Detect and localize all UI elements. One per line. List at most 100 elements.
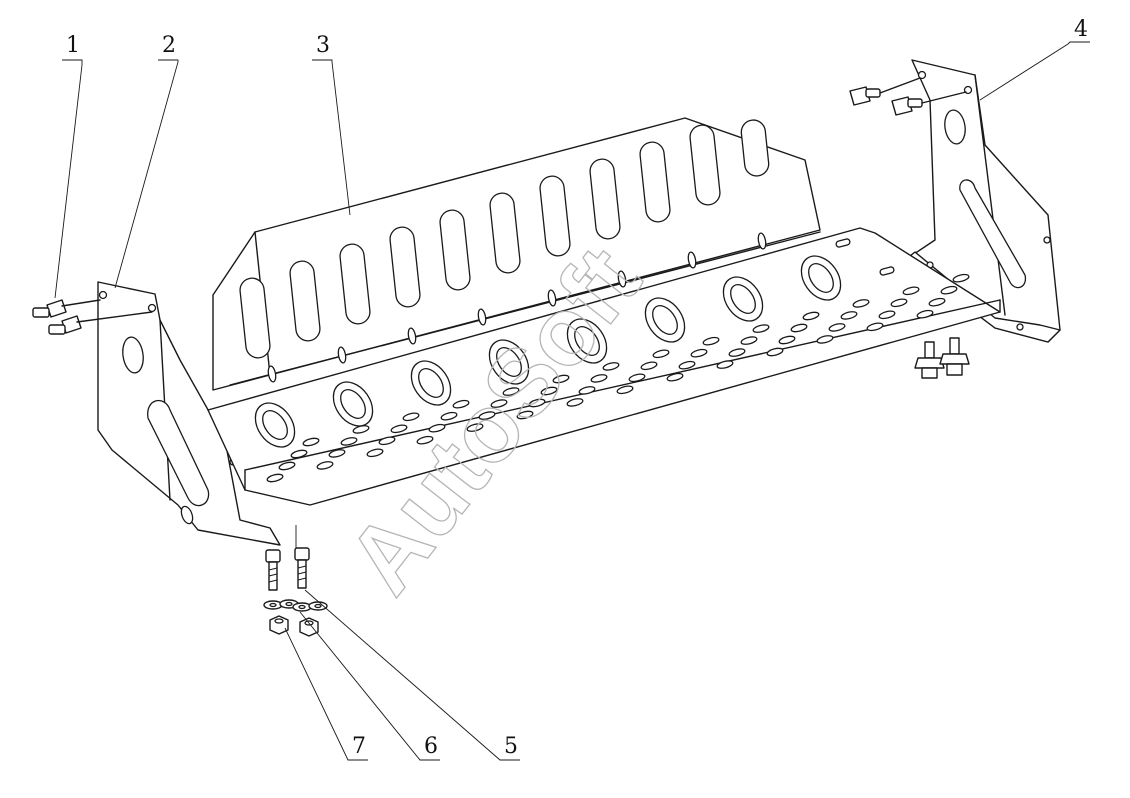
perforation xyxy=(602,362,620,371)
bolt-bottom-a xyxy=(265,549,281,591)
perforation xyxy=(352,425,370,434)
bolt-right-upper xyxy=(849,77,921,106)
bend-notch xyxy=(407,327,417,345)
plate-slot xyxy=(389,226,421,308)
perforation xyxy=(340,437,358,446)
perforation xyxy=(528,398,546,408)
bolt-right-bottom-a xyxy=(914,341,945,379)
perforation xyxy=(490,399,508,408)
skid-perforations xyxy=(266,273,970,483)
perforation xyxy=(452,399,470,409)
plate-slot xyxy=(639,141,671,223)
skid-slot-inner xyxy=(652,305,678,335)
skid-slot-inner xyxy=(496,347,522,377)
perforation xyxy=(416,435,434,445)
bend-notch xyxy=(757,232,767,250)
perforation xyxy=(640,361,658,371)
perforation xyxy=(516,410,534,420)
perforation xyxy=(716,360,734,369)
fasteners xyxy=(32,77,970,637)
perforation xyxy=(702,336,720,346)
washers xyxy=(263,599,328,612)
plate-slot xyxy=(339,243,371,325)
perforation xyxy=(302,437,320,447)
perforation xyxy=(540,386,558,396)
perforation xyxy=(940,285,958,295)
bend-notch xyxy=(337,346,347,364)
perforation xyxy=(566,398,584,407)
perforation xyxy=(552,374,570,384)
perforation xyxy=(828,323,846,332)
bolt-left-upper xyxy=(32,299,101,318)
bolt-bottom-b xyxy=(294,547,310,589)
bend-notch xyxy=(477,308,487,326)
perforation xyxy=(690,348,708,358)
perforation xyxy=(466,423,484,432)
bolt-right-lower xyxy=(891,91,967,116)
perforation xyxy=(840,311,858,320)
skid-slot-inner xyxy=(262,410,288,440)
plate-slot xyxy=(439,209,471,291)
perforation xyxy=(652,349,670,359)
perforation xyxy=(928,297,946,307)
perforation xyxy=(478,411,496,420)
bend-notch xyxy=(617,270,627,288)
left-bracket xyxy=(97,281,281,546)
perforation xyxy=(766,347,784,357)
perforation xyxy=(740,336,758,345)
perforation xyxy=(666,372,684,382)
plate-slot xyxy=(539,175,571,257)
perforation xyxy=(502,387,520,396)
perforation xyxy=(866,322,884,332)
skid-slot-inner xyxy=(574,326,600,356)
callout-1: 1 xyxy=(66,33,80,58)
callout-6: 6 xyxy=(424,734,438,759)
leader-lines xyxy=(54,41,1090,761)
skid-slot-inner xyxy=(808,263,834,293)
plate-slot xyxy=(689,124,721,206)
perforation xyxy=(290,449,308,459)
callout-5: 5 xyxy=(504,734,518,759)
perforation xyxy=(802,311,820,321)
bend-notches xyxy=(267,232,767,383)
perforation xyxy=(316,461,334,470)
bolt-left-lower xyxy=(48,311,153,335)
perforation xyxy=(902,286,920,296)
perforation xyxy=(590,374,608,383)
skid-slot-inner xyxy=(730,284,756,314)
callout-2: 2 xyxy=(162,33,176,58)
perforation xyxy=(390,424,408,434)
perforation xyxy=(678,360,696,370)
perforation xyxy=(628,373,646,383)
perforation xyxy=(790,323,808,333)
perforation xyxy=(852,299,870,308)
perforation xyxy=(328,449,346,458)
perforation xyxy=(266,473,284,483)
callout-4: 4 xyxy=(1074,17,1088,42)
perforation xyxy=(278,461,296,471)
perforation xyxy=(890,298,908,308)
nuts xyxy=(269,615,319,637)
bend-notch xyxy=(547,289,557,307)
plate-slot xyxy=(239,277,271,359)
perforation xyxy=(778,335,796,345)
perforation xyxy=(752,324,770,333)
skid-slot-inner xyxy=(340,389,366,419)
perforation xyxy=(616,385,634,395)
perforation xyxy=(428,423,446,433)
bolt-right-bottom-b xyxy=(939,337,970,376)
skid-plate xyxy=(207,227,1001,506)
splash-plate xyxy=(212,117,821,391)
plate-slot xyxy=(740,119,770,177)
callout-7: 7 xyxy=(352,734,366,759)
callout-3: 3 xyxy=(316,33,330,58)
skid-slot-inner xyxy=(418,368,444,398)
perforation xyxy=(578,386,596,395)
skid-large-slots xyxy=(254,255,842,448)
perforation xyxy=(878,310,896,320)
plate-slot xyxy=(589,158,621,240)
perforation xyxy=(366,448,384,458)
callout-labels: 1 2 3 4 5 6 7 xyxy=(66,17,1088,759)
perforation xyxy=(378,436,396,446)
